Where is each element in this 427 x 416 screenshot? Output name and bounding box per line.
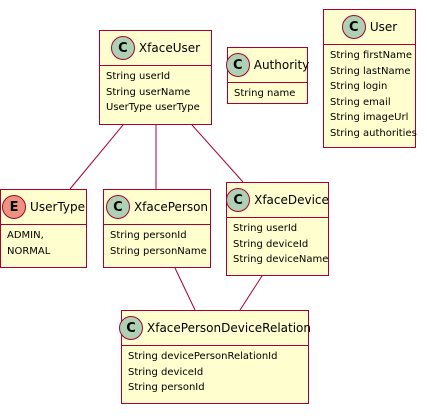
class-field: String name [234, 88, 296, 99]
class-field: String email [330, 96, 391, 108]
class-xfaceperson: C XfacePerson String personId String per… [103, 189, 211, 268]
class-field: String imageUrl [330, 112, 409, 123]
edge-xfacedevice-relation [239, 275, 263, 311]
class-stereotype-icon: C [225, 53, 250, 77]
class-name: User [369, 20, 398, 34]
class-xfacepersondevicerelation: C XfacePersonDeviceRelation String devic… [119, 310, 311, 404]
class-fields: String name [228, 83, 307, 102]
class-name: UserType [30, 200, 85, 214]
class-stereotype-icon: C [110, 36, 135, 60]
class-field: String devicePersonRelationId [128, 351, 278, 362]
class-fields: String firstName String lastName String … [324, 45, 417, 141]
class-field: String deviceName [233, 254, 329, 265]
class-authority: C Authority String name [225, 47, 310, 104]
class-header: E UserType [1, 190, 86, 225]
class-stereotype-icon: C [341, 15, 366, 39]
class-name: XfacePerson [133, 200, 209, 214]
class-header: C Authority [225, 48, 310, 83]
edge-xfaceuser-usertype [69, 124, 124, 190]
class-field: String authorities [330, 127, 417, 139]
class-stereotype-icon: C [119, 316, 143, 340]
class-field: String userId [233, 223, 298, 234]
class-fields: String userId String userName UserType u… [100, 66, 211, 116]
class-header: C XfaceUser [100, 31, 211, 66]
class-field: String personName [110, 245, 207, 257]
edge-xfaceuser-xfacedevice [191, 124, 244, 183]
class-field: String deviceId [128, 366, 204, 378]
class-xfaceuser: C XfaceUser String userId String userNam… [99, 30, 212, 125]
class-field: String userId [106, 71, 171, 82]
class-field: String personId [110, 230, 187, 241]
class-field: String login [330, 81, 388, 92]
class-stereotype-icon: C [105, 195, 130, 219]
enum-usertype: E UserType ADMIN, NORMAL [0, 189, 87, 268]
class-fields: String userId String deviceId String dev… [227, 218, 328, 268]
class-fields: String devicePersonRelationId String dev… [122, 346, 308, 396]
class-field: String userName [106, 86, 191, 98]
class-field: UserType userType [106, 102, 200, 113]
class-fields: String personId String personName [104, 225, 210, 259]
class-user: C User String firstName String lastName … [323, 9, 417, 148]
class-xfacedevice: C XfaceDevice String userId String devic… [226, 182, 329, 276]
class-name: XfaceUser [138, 41, 201, 55]
class-field: String personId [128, 382, 205, 393]
class-name: XfacePersonDeviceRelation [147, 321, 311, 335]
class-header: C XfacePerson [104, 190, 210, 225]
class-header: C XfacePersonDeviceRelation [119, 311, 311, 346]
class-field: String lastName [330, 65, 411, 77]
class-name: Authority [253, 58, 310, 72]
class-header: C XfaceDevice [226, 183, 329, 218]
edge-xfaceperson-relation [174, 267, 196, 311]
class-stereotype-icon: C [226, 188, 251, 212]
class-field: String firstName [330, 50, 413, 61]
class-name: XfaceDevice [254, 193, 329, 207]
enum-stereotype-icon: E [2, 195, 27, 219]
enum-value: ADMIN, [7, 230, 44, 241]
enum-values: ADMIN, NORMAL [1, 225, 86, 259]
enum-value: NORMAL [7, 245, 51, 257]
class-header: C User [324, 10, 415, 45]
class-field: String deviceId [233, 238, 309, 250]
